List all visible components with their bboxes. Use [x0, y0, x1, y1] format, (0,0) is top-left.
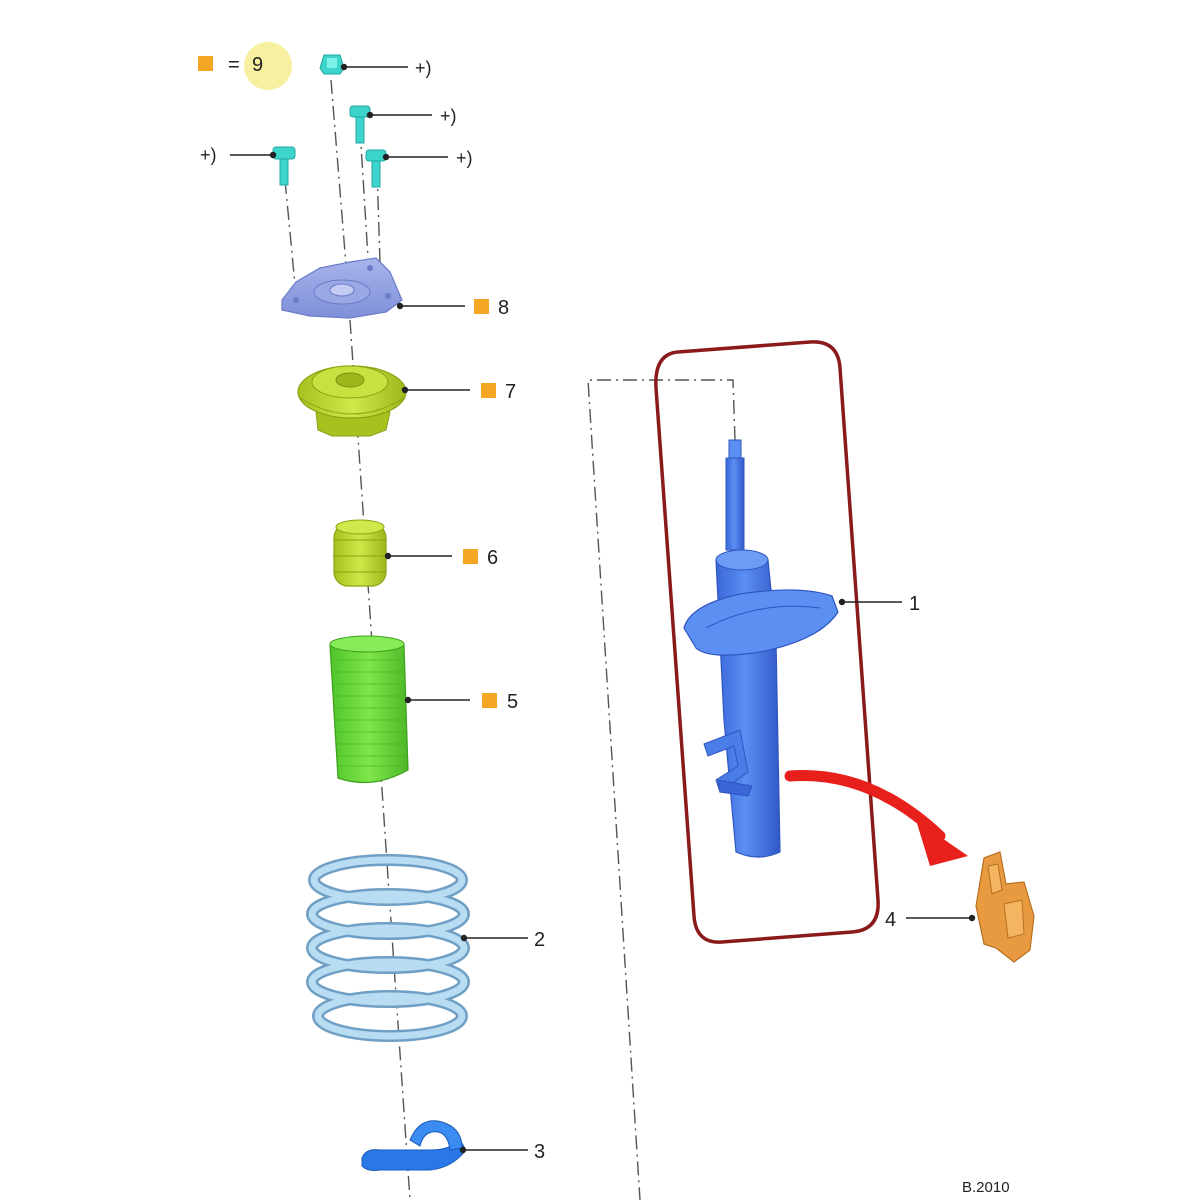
fastener-label-3: +): [456, 148, 473, 168]
dust-boot: [329, 635, 409, 784]
assembly-axes: [284, 79, 736, 1200]
legend-marker: [198, 56, 213, 71]
bolt-3: [365, 149, 387, 188]
coil-spring: [306, 854, 470, 1042]
fastener-label-4: +): [200, 145, 217, 165]
axis-bolt-4: [284, 179, 296, 286]
legend-equals: =: [228, 54, 240, 76]
legend-value: 9: [252, 54, 263, 76]
fastener-label-2: +): [440, 106, 457, 126]
spring-seat: [361, 1120, 467, 1171]
bolt-leaders: [230, 63, 448, 161]
callout-3: 3: [534, 1141, 545, 1163]
marker-8: [474, 299, 489, 314]
callout-8: 8: [498, 297, 509, 319]
bolt-1: [319, 54, 345, 75]
bolt-4: [272, 146, 296, 186]
legend-highlight: [244, 42, 292, 90]
bump-stop: [333, 519, 387, 587]
top-mount: [281, 257, 403, 319]
callout-5: 5: [507, 691, 518, 713]
marker-6: [463, 549, 478, 564]
axis-bolt-1: [330, 79, 347, 266]
callout-markers: [463, 299, 497, 708]
strut-assembly: [683, 439, 839, 858]
marker-7: [481, 383, 496, 398]
bracket-clip: [975, 851, 1035, 963]
axis-main: [349, 319, 411, 1200]
callout-4: 4: [885, 909, 896, 931]
strut-bearing: [297, 365, 407, 437]
callout-7: 7: [505, 381, 516, 403]
marker-5: [482, 693, 497, 708]
legend: = 9: [198, 42, 292, 90]
highlight-frame: [654, 340, 880, 944]
callout-2: 2: [534, 929, 545, 951]
red-arrow: [784, 770, 968, 866]
axis-bolt-3: [376, 169, 381, 263]
bolt-2: [349, 105, 371, 144]
axis-bolt-2: [359, 127, 369, 259]
callout-6: 6: [487, 547, 498, 569]
fastener-label-1: +): [415, 58, 432, 78]
callout-1: 1: [909, 593, 920, 615]
reference-code: B.2010: [962, 1179, 1010, 1196]
axis-strut-link: [587, 379, 736, 1200]
callout-leaders: [384, 302, 976, 1154]
